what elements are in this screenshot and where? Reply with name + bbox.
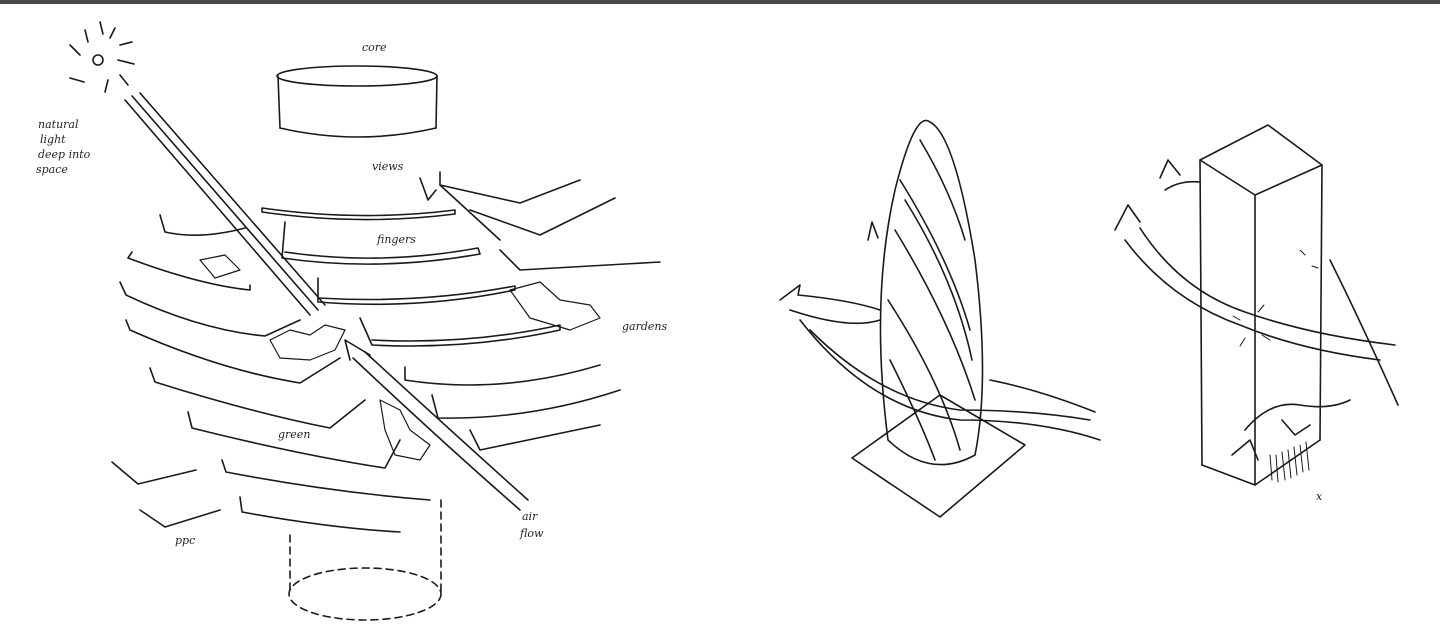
label-space: space: [36, 163, 68, 176]
label-flow: flow: [519, 527, 544, 540]
label-x: x: [1316, 490, 1323, 503]
label-light: light: [40, 133, 66, 146]
sun-icon: [69, 21, 135, 93]
twisted-tower: [851, 119, 1026, 518]
label-green: green: [278, 428, 310, 441]
core-cylinder-bottom: [288, 499, 442, 621]
gardens: [199, 254, 601, 461]
label-views: views: [372, 160, 404, 173]
label-deep-into: deep into: [38, 148, 91, 161]
impact-marks: [1232, 249, 1319, 347]
floor-plates: [111, 171, 661, 533]
label-fingers: fingers: [376, 233, 416, 246]
core-cylinder-top: [276, 65, 438, 138]
turbulence-marks: [1269, 441, 1310, 483]
light-beams: [124, 92, 326, 316]
label-core: core: [362, 41, 387, 54]
wind-arrows-right: [1114, 159, 1399, 483]
wind-arrows-middle: [779, 221, 1101, 441]
label-natural: natural: [38, 118, 79, 131]
views-arrows: [419, 177, 501, 241]
labels-left: core natural light deep into space views…: [36, 41, 667, 547]
air-flow-arrow: [344, 339, 529, 511]
label-ppc: ppc: [175, 534, 195, 547]
label-gardens: gardens: [622, 320, 667, 333]
box-tower: [1199, 124, 1323, 486]
top-border: [0, 0, 1440, 4]
label-air: air: [522, 510, 538, 523]
